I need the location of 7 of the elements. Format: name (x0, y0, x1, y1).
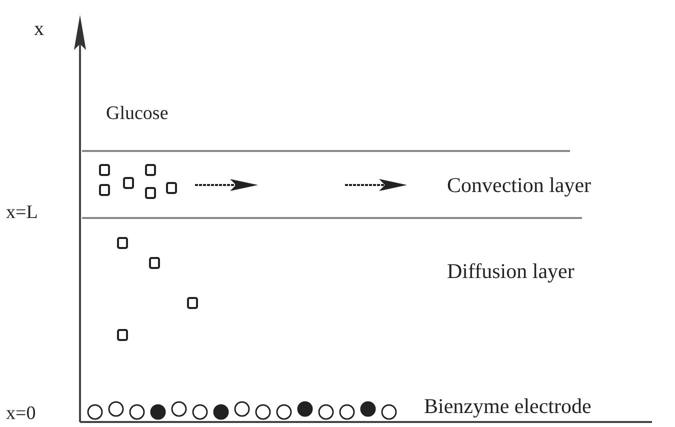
boundary-label: x=0 (6, 404, 36, 425)
axis-label: x (34, 18, 44, 40)
species-label: Glucose (106, 104, 168, 125)
layer-label: Diffusion layer (447, 260, 574, 284)
boundary-label: x=L (6, 203, 38, 224)
layer-label: Convection layer (447, 174, 592, 198)
electrode-label: Bienzyme electrode (424, 395, 592, 418)
